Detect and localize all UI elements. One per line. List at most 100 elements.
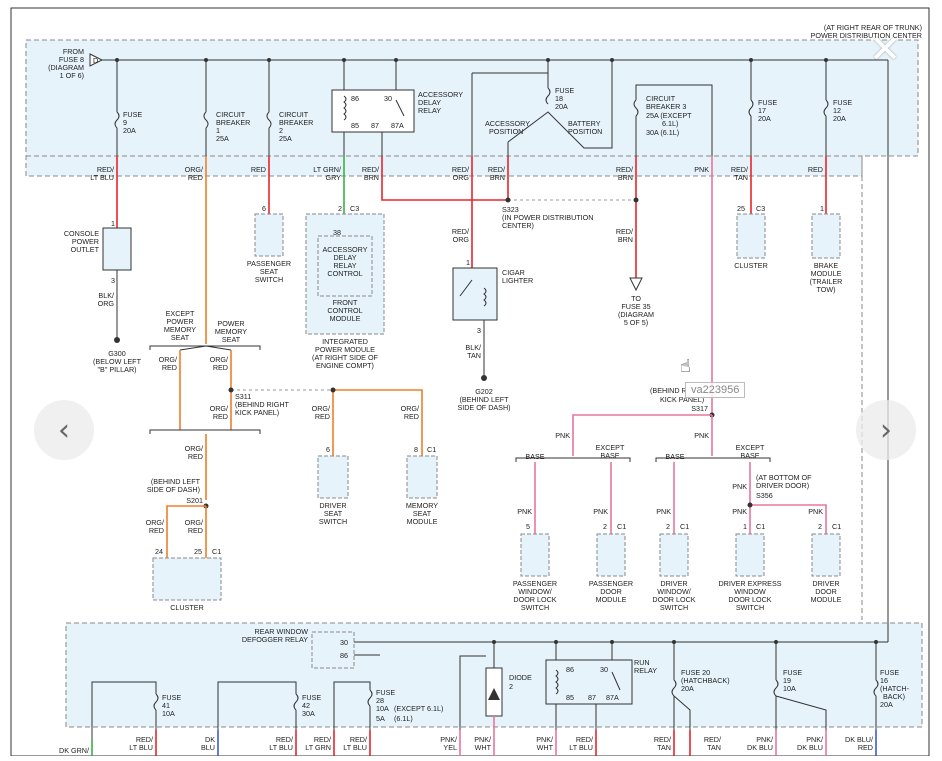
org-red-e-1: ORG/ (401, 404, 419, 413)
ddm-2: DOOR (815, 587, 837, 596)
g202-label-2: (BEHIND LEFT (459, 395, 509, 404)
fuse41-number: 41 (162, 701, 170, 710)
driver-seat-label-3: SWITCH (319, 517, 347, 526)
org-red-a-1: ORG/ (159, 355, 177, 364)
adr-control-2: DELAY (333, 253, 356, 262)
fuse41-symbol (153, 693, 159, 711)
cluster-bottom (152, 557, 222, 601)
cluster-b-pin-c1: C1 (212, 547, 221, 556)
brake-label-4: TOW) (816, 285, 835, 294)
except-pms-2: POWER (166, 317, 193, 326)
fcm-label-1: FRONT (333, 298, 358, 307)
bw-13b: DK BLU (797, 743, 823, 752)
fuse19-number: 19 (783, 676, 791, 685)
bw-3b: LT BLU (269, 743, 293, 752)
passenger-door-module (596, 533, 626, 577)
org-red-d-2: RED (315, 412, 330, 421)
cluster-pin-25: 25 (737, 204, 745, 213)
fuse9-rating: 20A (123, 126, 136, 135)
pdm-1: PASSENGER (589, 579, 633, 588)
cb2-rating: 25A (279, 134, 292, 143)
fuse17-symbol (748, 99, 754, 117)
bw-7a: PNK/ (474, 735, 491, 744)
option-bracket-split (179, 345, 232, 351)
prev-image-button[interactable]: ‹ (34, 400, 94, 460)
run-pin-87a: 87A (606, 693, 619, 702)
fuse41-label: FUSE (162, 693, 181, 702)
ipm-label-3: (AT RIGHT SIDE OF (312, 353, 378, 362)
hand-cursor-icon: ☝ (680, 356, 691, 377)
diode-label: DIODE (509, 673, 532, 682)
rwd-pin-86: 86 (340, 651, 348, 660)
ipm-label-1: INTEGRATED (322, 337, 368, 346)
from-fuse-connector (89, 53, 104, 67)
to-fuse35-4: 5 OF 5) (624, 318, 648, 327)
close-icon: ✕ (869, 27, 901, 71)
chevron-left-icon: ‹ (58, 412, 70, 448)
ipm-label-2: POWER MODULE (315, 345, 375, 354)
s311-label-1: S311 (235, 392, 251, 401)
s201-label-1: (BEHIND LEFT (151, 477, 201, 486)
wire-label-pnk: PNK (694, 165, 709, 174)
wire-label-red-brn-1: RED/ (362, 165, 379, 174)
fuse18-label: FUSE (555, 86, 574, 95)
fuse42-number: 42 (302, 701, 310, 710)
wire-org-red-cluster-24 (166, 505, 206, 558)
cigar-switch (459, 279, 473, 297)
pnk-label-3: PNK (656, 507, 671, 516)
g300-label-3: "B" PILLAR) (97, 365, 136, 374)
pw-pass-4: SWITCH (521, 603, 549, 612)
bat-pos-label-2: POSITION (568, 127, 602, 136)
bottom-wire-stubs (91, 716, 877, 756)
fuse17-rating: 20A (758, 114, 771, 123)
diode-number: 2 (509, 682, 513, 691)
close-button[interactable]: ✕ (858, 22, 912, 76)
passenger-seat-switch (254, 213, 284, 257)
from-fuse-label: FROM (63, 47, 84, 56)
brake-module (811, 213, 841, 259)
pnk-label-1: PNK (517, 507, 532, 516)
org-red-f-2: RED (188, 452, 203, 461)
pass-seat-pin: 6 (262, 204, 266, 213)
org-red-g-1: ORG/ (146, 518, 164, 527)
fuse18-symbol (545, 87, 551, 105)
ddm-pin-c1: C1 (832, 522, 841, 531)
fuse16-rating: 20A (880, 700, 893, 709)
rwd-label-2: DEFOGGER RELAY (242, 635, 308, 644)
memory-seat-label-2: SEAT (413, 509, 432, 518)
s356-label-1: (AT BOTTOM OF (756, 473, 812, 482)
wire-label-org-red-1: ORG/ (185, 165, 203, 174)
adr-control-4: CONTROL (327, 269, 362, 278)
wire-label-red-brn3-2: BRN (618, 173, 633, 182)
pnk-label-5: PNK (808, 507, 823, 516)
adr-pin-87a: 87A (391, 121, 404, 130)
adr-switch (395, 99, 405, 117)
pw-pass-3: DOOR LOCK (513, 595, 556, 604)
brake-label-3: (TRAILER (810, 277, 843, 286)
fuse17-number: 17 (758, 106, 766, 115)
fuse16-note-1: (HATCH- (880, 684, 910, 693)
fuse9-number: 9 (123, 118, 127, 127)
wire-label-red-org-2: ORG (453, 173, 470, 182)
fuse18-number: 18 (555, 94, 563, 103)
next-image-button[interactable]: › (856, 400, 916, 460)
wire-label-red-ltblu-1: RED/ (97, 165, 114, 174)
fuse41-feed (91, 681, 157, 756)
cigar-lighter (452, 267, 498, 321)
s323-splice (505, 197, 511, 203)
s317-label-1: (BEHIND R (650, 386, 687, 395)
bw-6a: PNK/ (440, 735, 457, 744)
pass-seat-label-3: SWITCH (255, 275, 283, 284)
memory-seat-pin-c1: C1 (427, 445, 436, 454)
fuse12-symbol (823, 99, 829, 117)
ipm-label-4: ENGINE COMPT) (316, 361, 374, 370)
wire-label-red-brn2-2: BRN (490, 173, 505, 182)
wire-label-red-brn3-1: RED/ (616, 165, 633, 174)
fuse28-rating-1: 10A (376, 704, 389, 713)
connector-letter-d: D (93, 56, 98, 65)
fcm-label-2: CONTROL (327, 306, 362, 315)
s356-label-2: DRIVER DOOR) (756, 481, 809, 490)
except-pms-4: SEAT (171, 333, 190, 342)
s323-label-2: (IN POWER DISTRIBUTION (502, 213, 593, 222)
